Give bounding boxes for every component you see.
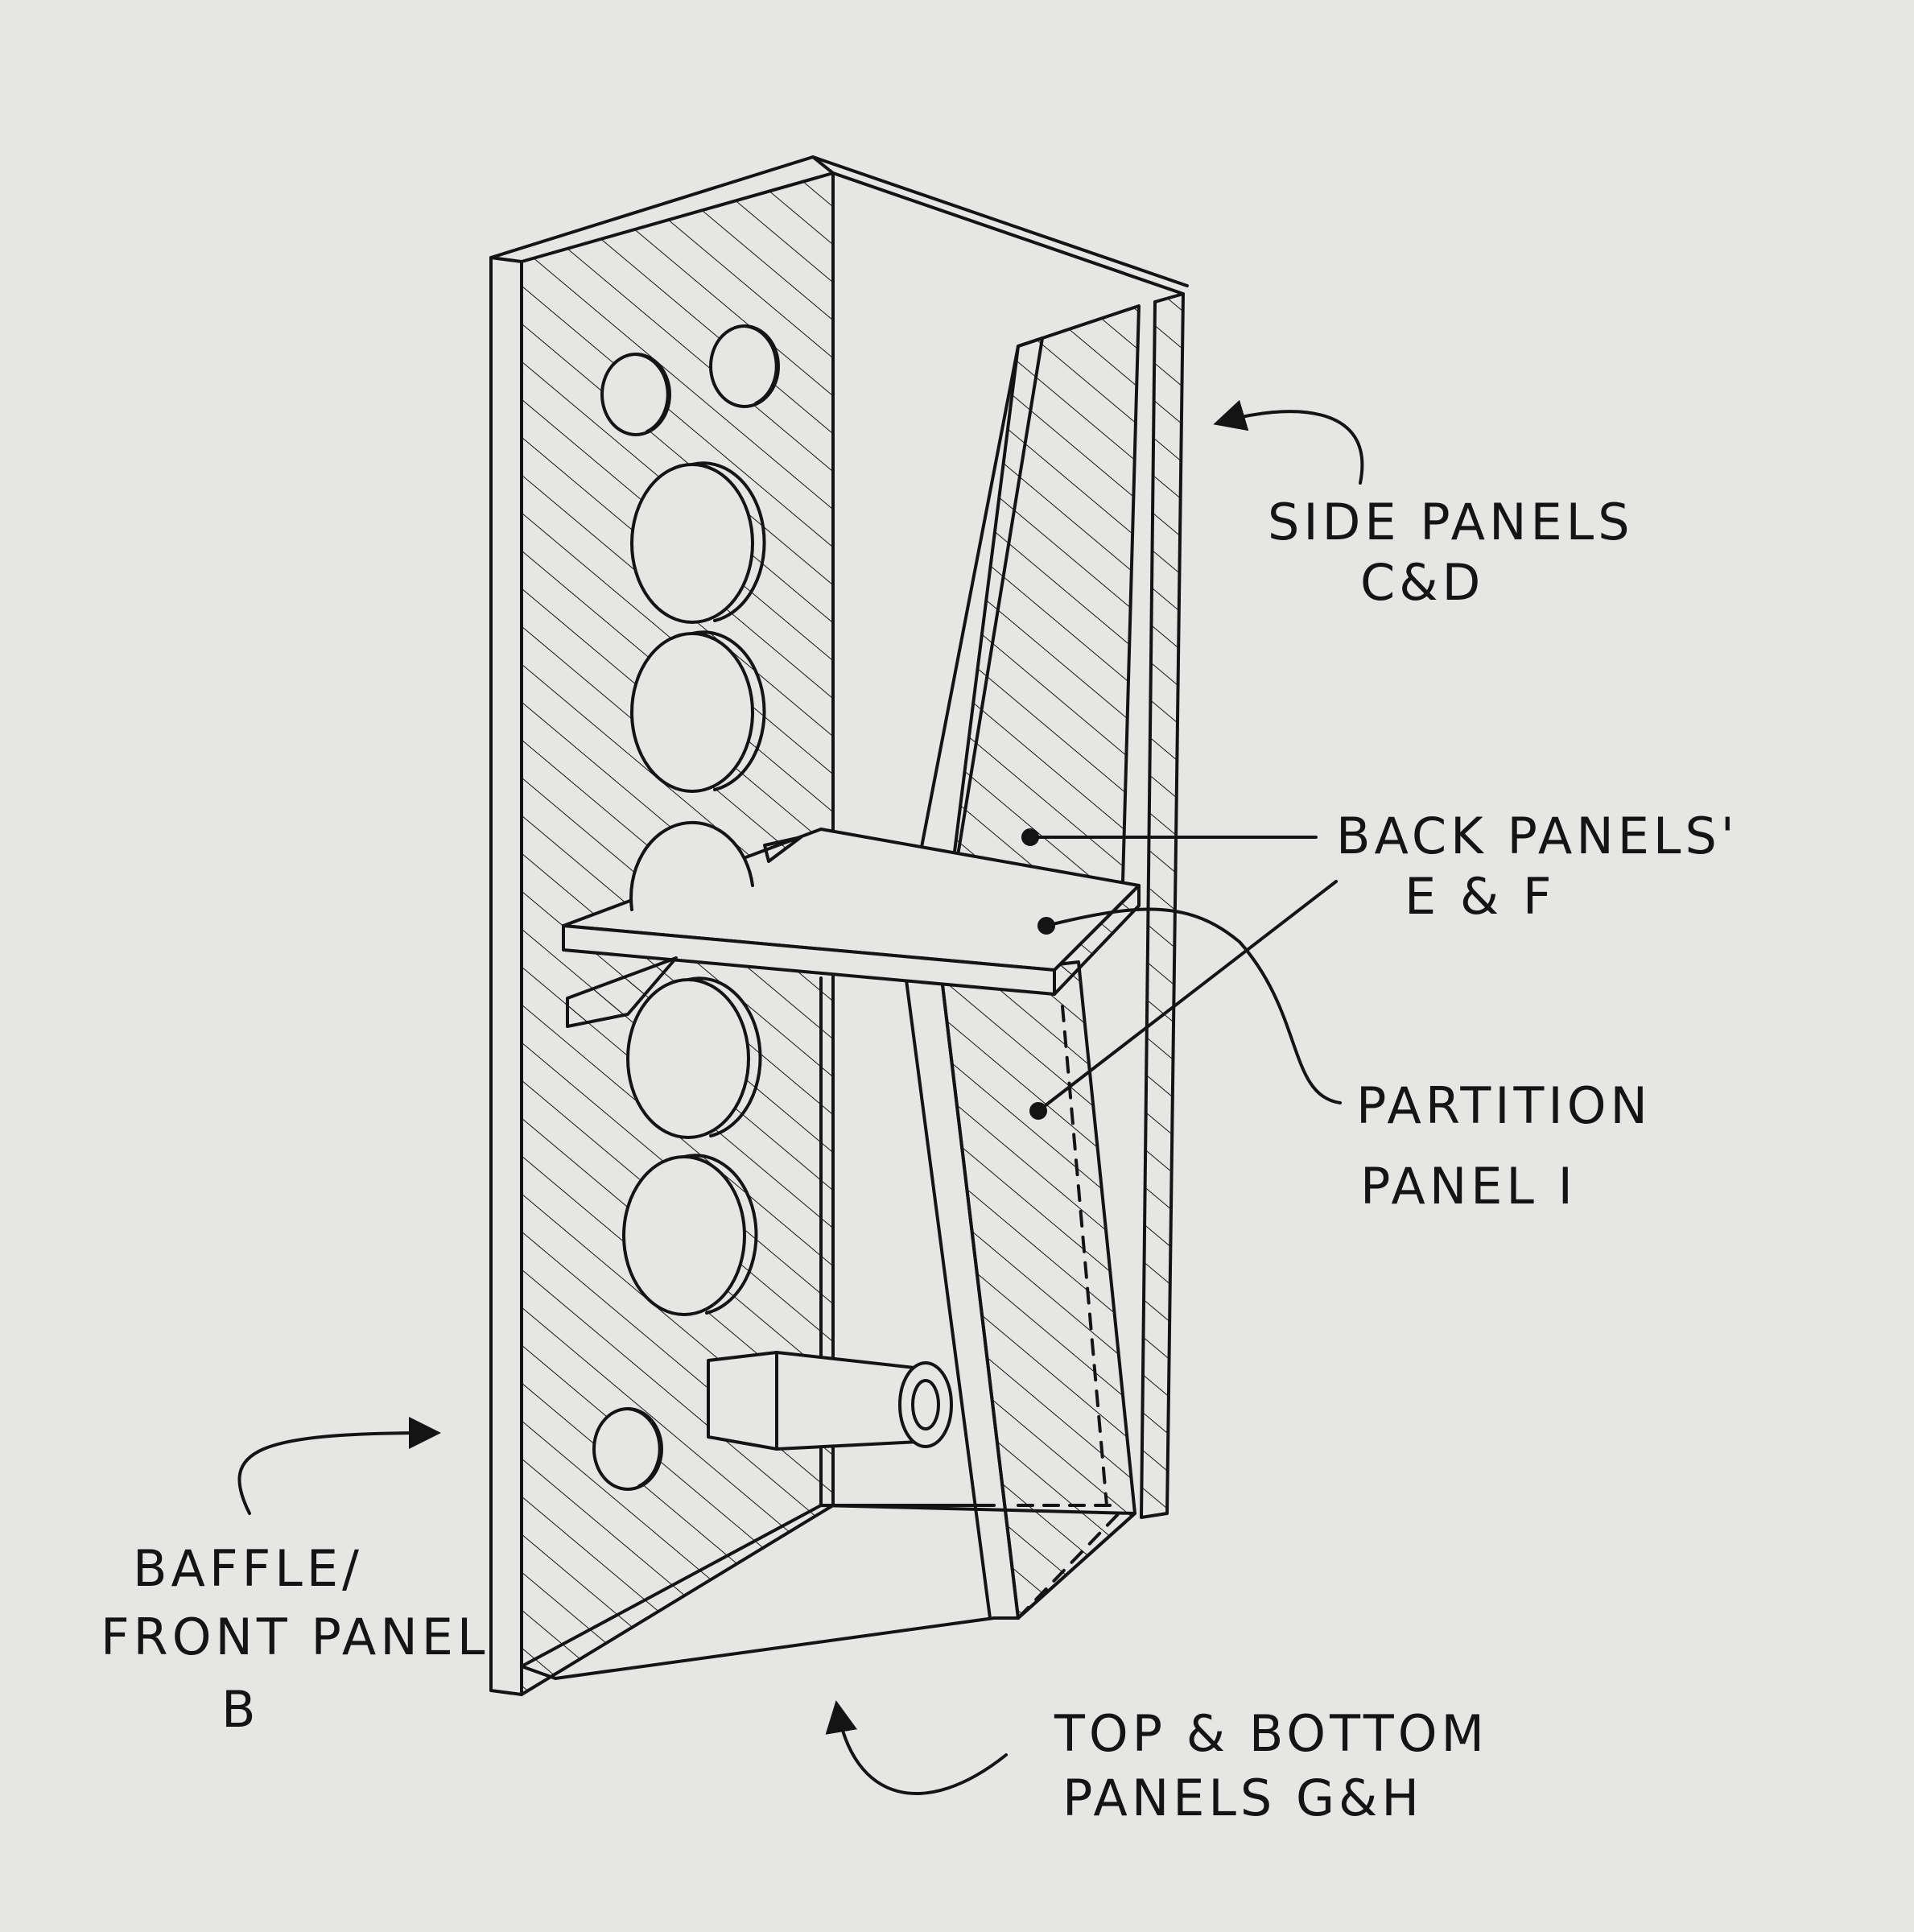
svg-text:SIDE PANELS: SIDE PANELS [1268, 493, 1634, 551]
side-panels-label: SIDE PANELS C&D [1268, 493, 1634, 612]
back-panels-leader-lower [1037, 880, 1338, 1113]
top-bottom-arrow [825, 1700, 1008, 1795]
driver-woofer-1 [630, 461, 766, 624]
svg-text:PANELS G&H: PANELS G&H [1062, 1769, 1423, 1827]
bass-port-tube [707, 1351, 953, 1451]
back-panel-lower [904, 960, 1136, 1620]
svg-text:FRONT PANEL: FRONT PANEL [101, 1608, 489, 1666]
svg-text:BACK PANELS': BACK PANELS' [1336, 807, 1739, 865]
svg-text:E & F: E & F [1405, 867, 1556, 926]
driver-woofer-5 [622, 1154, 758, 1316]
back-panel-dot-upper [1021, 828, 1039, 846]
svg-text:C&D: C&D [1360, 553, 1484, 612]
back-panels-label: BACK PANELS' E & F [1336, 807, 1739, 926]
side-panel [811, 155, 1189, 1519]
driver-woofer-2 [630, 630, 766, 793]
driver-tweeter-2 [709, 324, 780, 408]
bottom-panel [520, 1504, 1136, 1680]
top-bottom-label: TOP & BOTTOM PANELS G&H [1054, 1704, 1488, 1827]
driver-woofer-3 [629, 820, 754, 911]
driver-tweeter-3 [592, 1407, 663, 1491]
driver-woofer-4 [626, 976, 762, 1139]
back-panel-dot-lower [1029, 1102, 1047, 1120]
driver-tweeter-1 [600, 353, 671, 436]
partition-dot [1037, 917, 1055, 935]
side-panels-arrow [1213, 399, 1364, 485]
svg-text:TOP & BOTTOM: TOP & BOTTOM [1054, 1704, 1488, 1763]
partition-panel [562, 828, 1141, 1028]
svg-text:BAFFLE/: BAFFLE/ [133, 1539, 363, 1598]
partition-leader [1045, 907, 1342, 1104]
partition-panel-label: PARTITION PANEL I [1356, 1076, 1652, 1216]
svg-text:PARTITION: PARTITION [1356, 1076, 1652, 1135]
baffle-arrow [237, 1417, 441, 1515]
baffle-label: BAFFLE/ FRONT PANEL B [101, 1539, 489, 1739]
svg-text:PANEL I: PANEL I [1360, 1157, 1577, 1216]
svg-text:B: B [221, 1680, 260, 1739]
